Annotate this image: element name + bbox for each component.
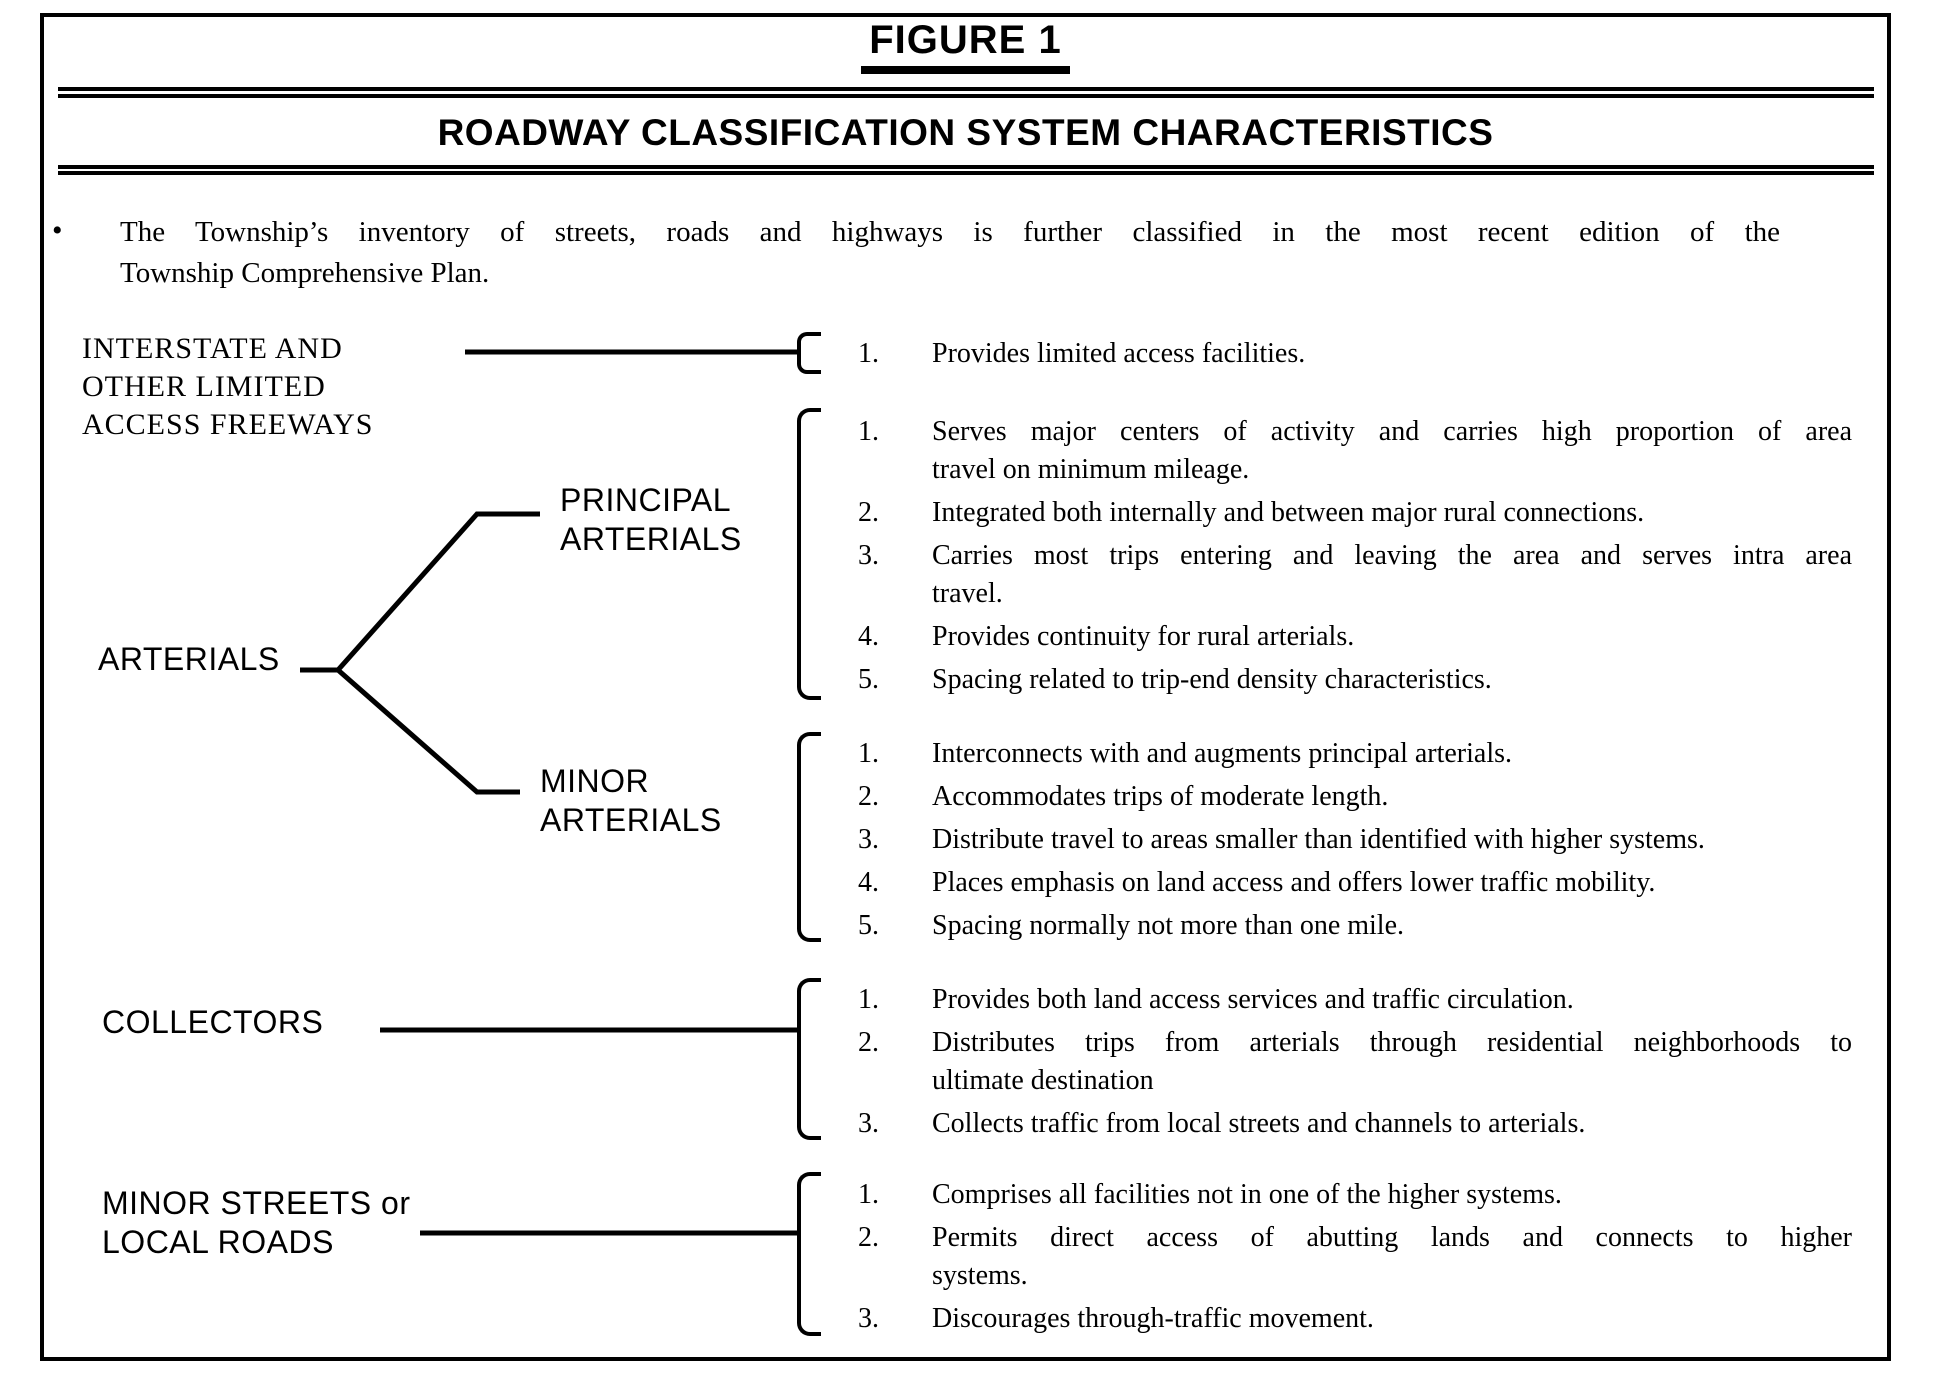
figure-label: FIGURE 1	[861, 20, 1070, 74]
list-item: 1. Serves major centers of activity and …	[858, 413, 1852, 489]
list-item: 5. Spacing normally not more than one mi…	[858, 907, 1852, 945]
item-number: 1.	[858, 338, 879, 369]
list-item: 3. Carries most trips entering and leavi…	[858, 537, 1852, 613]
item-number: 3.	[858, 540, 879, 571]
minor-arterials-label: MINOR ARTERIALS	[540, 762, 722, 840]
list-item: 2. Integrated both internally and betwee…	[858, 494, 1852, 532]
arterials-fork-lower-line	[336, 668, 520, 795]
minor-streets-label-line-2: LOCAL ROADS	[102, 1224, 334, 1260]
item-text: Spacing related to trip-end density char…	[932, 664, 1492, 695]
item-text: Interconnects with and augments principa…	[932, 738, 1513, 769]
intro-line-1: The Township’s inventory of streets, roa…	[120, 216, 1780, 248]
item-number: 4.	[858, 867, 879, 898]
item-number: 1.	[858, 984, 879, 1015]
list-item: 5. Spacing related to trip-end density c…	[858, 661, 1852, 699]
interstate-label: INTERSTATE AND OTHER LIMITED ACCESS FREE…	[82, 330, 373, 444]
item-text-line-1: Distributes trips from arterials through…	[932, 1027, 1852, 1058]
item-text: Provides continuity for rural arterials.	[932, 621, 1355, 652]
item-number: 2.	[858, 497, 879, 528]
item-text: Places emphasis on land access and offer…	[932, 867, 1656, 898]
minor-streets-label-line-1: MINOR STREETS or	[102, 1185, 411, 1221]
principal-arterials-bracket	[797, 408, 821, 700]
item-text-line-1: Permits direct access of abutting lands …	[932, 1222, 1852, 1253]
interstate-bracket	[797, 332, 821, 374]
minor-streets-bracket	[797, 1172, 821, 1336]
item-text: Collects traffic from local streets and …	[932, 1108, 1586, 1139]
double-rule-top	[58, 87, 1874, 98]
item-text: Permits direct access of abutting lands …	[932, 1219, 1852, 1295]
list-item: 2. Accommodates trips of moderate length…	[858, 778, 1852, 816]
principal-arterials-label-line-2: ARTERIALS	[560, 521, 742, 557]
principal-arterials-list: 1. Serves major centers of activity and …	[858, 413, 1852, 704]
item-number: 2.	[858, 1027, 879, 1058]
item-number: 1.	[858, 738, 879, 769]
item-text-line-2: travel on minimum mileage.	[932, 454, 1250, 485]
item-text-line-1: Carries most trips entering and leaving …	[932, 540, 1852, 571]
item-text-line-2: travel.	[932, 578, 1003, 609]
list-item: 2. Permits direct access of abutting lan…	[858, 1219, 1852, 1295]
item-number: 5.	[858, 910, 879, 941]
item-text: Integrated both internally and between m…	[932, 497, 1645, 528]
intro-line-2: Township Comprehensive Plan.	[120, 257, 490, 289]
double-rule-bottom	[58, 165, 1874, 175]
item-text: Discourages through-traffic movement.	[932, 1303, 1374, 1334]
item-number: 2.	[858, 1222, 879, 1253]
item-text-line-2: ultimate destination	[932, 1065, 1154, 1096]
list-item: 1. Provides limited access facilities.	[858, 335, 1852, 373]
intro-paragraph: The Township’s inventory of streets, roa…	[120, 212, 1780, 294]
list-item: 4. Provides continuity for rural arteria…	[858, 618, 1852, 656]
item-number: 3.	[858, 1303, 879, 1334]
item-text-line-2: systems.	[932, 1260, 1028, 1291]
arterials-fork-upper-line	[300, 511, 540, 673]
minor-arterials-bracket	[797, 732, 821, 942]
item-number: 1.	[858, 416, 879, 447]
collectors-list: 1. Provides both land access services an…	[858, 981, 1852, 1148]
minor-arterials-label-line-2: ARTERIALS	[540, 802, 722, 838]
interstate-label-line-1: INTERSTATE AND	[82, 332, 343, 365]
item-text: Comprises all facilities not in one of t…	[932, 1179, 1562, 1210]
figure-label-row: FIGURE 1	[40, 20, 1891, 74]
item-text: Distribute travel to areas smaller than …	[932, 824, 1705, 855]
principal-arterials-label-line-1: PRINCIPAL	[560, 482, 732, 518]
item-text-line-1: Serves major centers of activity and car…	[932, 416, 1852, 447]
item-text: Provides limited access facilities.	[932, 338, 1306, 369]
collectors-label: COLLECTORS	[102, 1004, 324, 1040]
collectors-bracket	[797, 978, 821, 1140]
item-text: Serves major centers of activity and car…	[932, 413, 1852, 489]
list-item: 3. Discourages through-traffic movement.	[858, 1300, 1852, 1338]
interstate-label-line-3: ACCESS FREEWAYS	[82, 408, 374, 441]
list-item: 4. Places emphasis on land access and of…	[858, 864, 1852, 902]
item-number: 3.	[858, 1108, 879, 1139]
list-item: 3. Collects traffic from local streets a…	[858, 1105, 1852, 1143]
principal-arterials-label: PRINCIPAL ARTERIALS	[560, 481, 742, 559]
figure-border	[40, 13, 1891, 1361]
item-text: Distributes trips from arterials through…	[932, 1024, 1852, 1100]
minor-streets-list: 1. Comprises all facilities not in one o…	[858, 1176, 1852, 1343]
list-item: 1. Interconnects with and augments princ…	[858, 735, 1852, 773]
minor-arterials-label-line-1: MINOR	[540, 763, 650, 799]
arterials-label: ARTERIALS	[98, 641, 280, 677]
item-text: Provides both land access services and t…	[932, 984, 1574, 1015]
item-number: 2.	[858, 781, 879, 812]
minor-streets-label: MINOR STREETS or LOCAL ROADS	[102, 1184, 410, 1262]
item-text: Accommodates trips of moderate length.	[932, 781, 1389, 812]
item-number: 4.	[858, 621, 879, 652]
list-item: 1. Comprises all facilities not in one o…	[858, 1176, 1852, 1214]
item-text: Carries most trips entering and leaving …	[932, 537, 1852, 613]
list-item: 2. Distributes trips from arterials thro…	[858, 1024, 1852, 1100]
item-number: 1.	[858, 1179, 879, 1210]
interstate-label-line-2: OTHER LIMITED	[82, 370, 326, 403]
bullet-marker: •	[52, 214, 63, 247]
list-item: 3. Distribute travel to areas smaller th…	[858, 821, 1852, 859]
page-title: ROADWAY CLASSIFICATION SYSTEM CHARACTERI…	[437, 112, 1494, 153]
item-text: Spacing normally not more than one mile.	[932, 910, 1405, 941]
item-number: 3.	[858, 824, 879, 855]
interstate-list: 1. Provides limited access facilities.	[858, 335, 1852, 378]
list-item: 1. Provides both land access services an…	[858, 981, 1852, 1019]
minor-arterials-list: 1. Interconnects with and augments princ…	[858, 735, 1852, 950]
item-number: 5.	[858, 664, 879, 695]
